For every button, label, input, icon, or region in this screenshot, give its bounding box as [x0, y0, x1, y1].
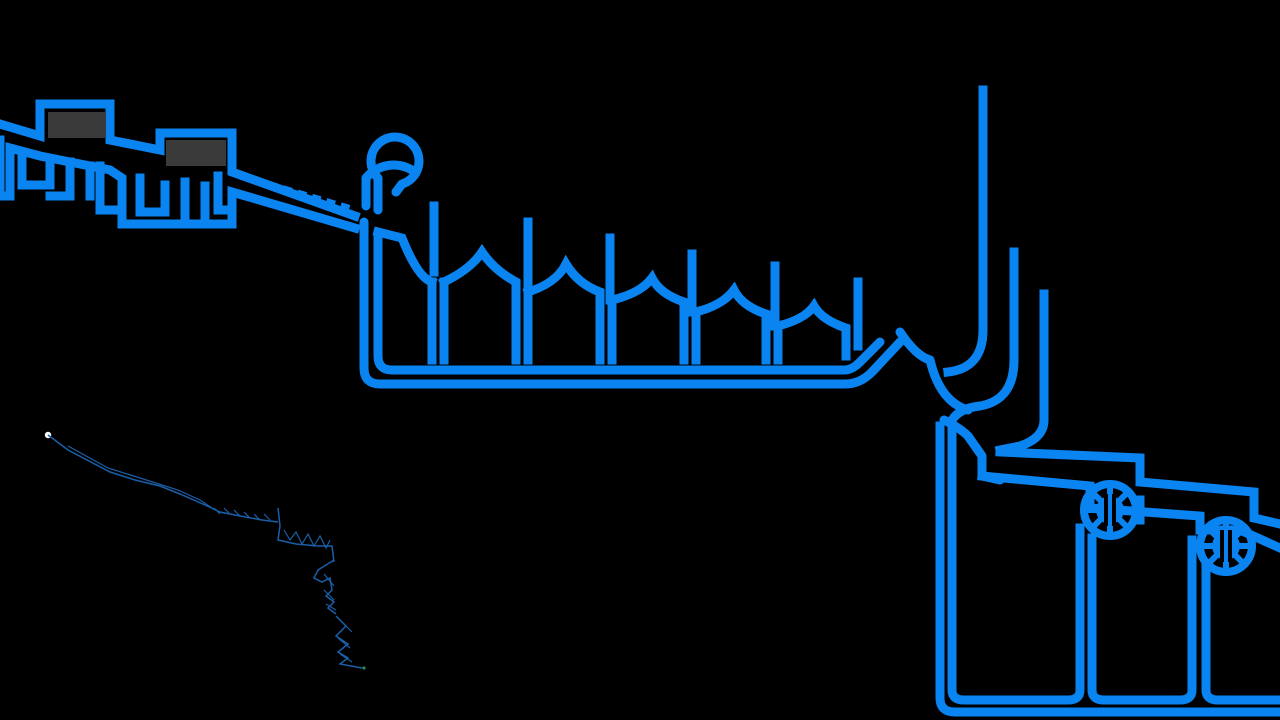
block-left	[48, 112, 106, 138]
gear-left[interactable]	[1080, 480, 1140, 540]
funnel-junction	[895, 85, 1049, 485]
gear-right[interactable]	[1196, 516, 1256, 576]
minimap-end-marker	[362, 666, 366, 670]
dashed-ramp	[239, 172, 356, 214]
hook-inner	[361, 160, 417, 211]
block-right	[166, 140, 226, 166]
hook-track	[366, 132, 424, 215]
start-ramp	[0, 99, 361, 234]
minimap[interactable]	[44, 431, 366, 670]
cup-basin	[359, 201, 905, 389]
